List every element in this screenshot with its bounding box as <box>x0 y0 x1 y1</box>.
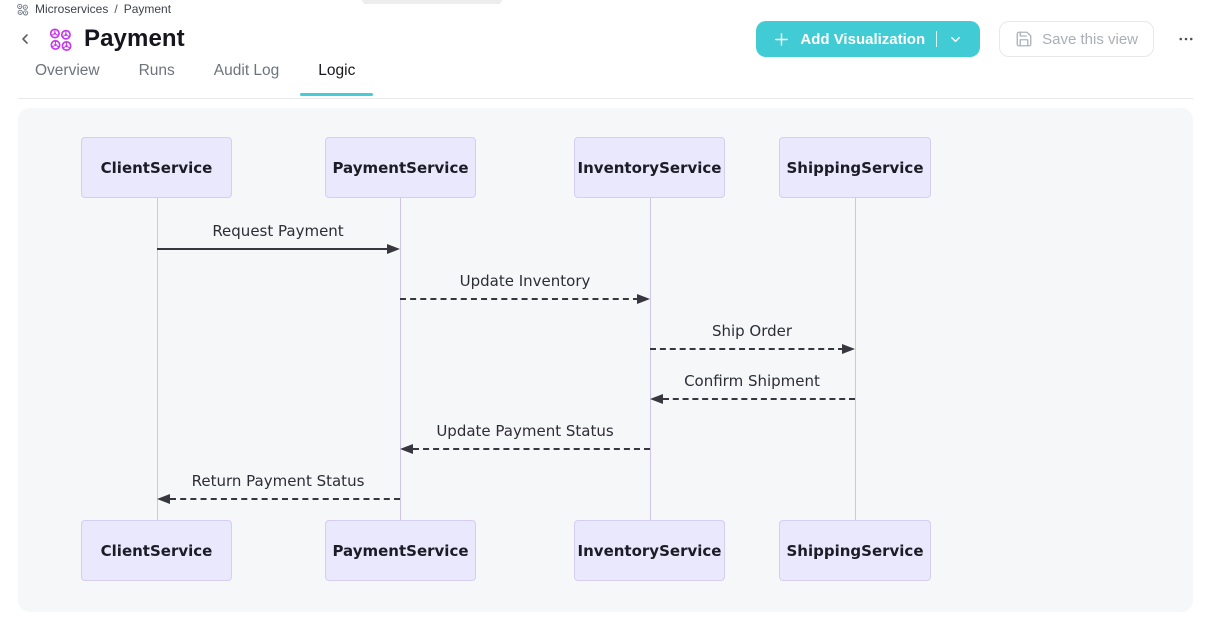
participant-label: PaymentService <box>332 158 469 177</box>
message-label: Update Payment Status <box>436 422 614 440</box>
participant-box-top: ShippingService <box>779 137 931 198</box>
chevron-down-icon <box>951 36 961 42</box>
message-line <box>663 398 855 400</box>
header-actions: Add Visualization Save this view <box>756 21 1199 57</box>
tabs-divider <box>18 98 1193 99</box>
plus-icon <box>775 32 789 46</box>
breadcrumb-root[interactable]: Microservices <box>35 2 109 16</box>
tab-overview[interactable]: Overview <box>35 62 100 79</box>
participant-label: InventoryService <box>577 541 722 560</box>
message-label: Update Inventory <box>459 272 591 290</box>
button-divider <box>936 31 938 47</box>
participant-label: ClientService <box>100 158 213 177</box>
microservices-cluster-icon <box>48 27 73 52</box>
breadcrumb-separator: / <box>114 2 118 16</box>
message-label: Return Payment Status <box>191 472 365 490</box>
lifeline-shippingservice <box>855 198 856 520</box>
message-line <box>157 248 389 250</box>
message-label: Request Payment <box>212 222 344 240</box>
lifeline-paymentservice <box>400 198 401 520</box>
more-options-button[interactable] <box>1173 26 1199 52</box>
participant-box-bottom: ClientService <box>81 520 232 581</box>
add-visualization-button[interactable]: Add Visualization <box>756 21 981 57</box>
top-overlay-notch <box>362 0 502 4</box>
message-line <box>170 498 400 500</box>
participant-label: ClientService <box>100 541 213 560</box>
arrowhead-left-icon <box>400 444 413 454</box>
arrowhead-right-icon <box>842 344 855 354</box>
add-visualization-label: Add Visualization <box>800 30 926 48</box>
microservices-cluster-icon <box>16 3 29 16</box>
lifeline-clientservice <box>157 198 158 520</box>
save-this-view-button[interactable]: Save this view <box>999 21 1154 57</box>
participant-label: ShippingService <box>786 158 924 177</box>
arrowhead-left-icon <box>650 394 663 404</box>
breadcrumb: Microservices / Payment <box>16 1 171 17</box>
save-this-view-label: Save this view <box>1042 30 1138 48</box>
sequence-diagram: ClientService PaymentService InventorySe… <box>18 108 1193 612</box>
message-label: Confirm Shipment <box>684 372 820 390</box>
message-line <box>400 298 639 300</box>
participant-label: PaymentService <box>332 541 469 560</box>
message-line <box>650 348 844 350</box>
arrowhead-right-icon <box>387 244 400 254</box>
lifeline-inventoryservice <box>650 198 651 520</box>
chevron-left-icon <box>22 34 28 44</box>
title-row: Payment Add Visualization Save this view <box>14 20 1199 58</box>
tab-audit-log[interactable]: Audit Log <box>213 62 280 79</box>
arrowhead-left-icon <box>157 494 170 504</box>
tab-bar: Overview Runs Audit Log Logic <box>35 62 374 96</box>
ellipsis-icon <box>1179 37 1193 41</box>
message-label: Ship Order <box>711 322 793 340</box>
participant-box-top: PaymentService <box>325 137 476 198</box>
participant-box-top: InventoryService <box>574 137 725 198</box>
tab-runs[interactable]: Runs <box>138 62 175 79</box>
floppy-disk-icon <box>1016 31 1032 47</box>
tab-logic[interactable]: Logic <box>300 62 374 96</box>
breadcrumb-current[interactable]: Payment <box>123 2 172 16</box>
page-title: Payment <box>84 25 185 52</box>
participant-label: ShippingService <box>786 541 924 560</box>
participant-box-bottom: PaymentService <box>325 520 476 581</box>
participant-box-bottom: ShippingService <box>779 520 931 581</box>
participant-label: InventoryService <box>577 158 722 177</box>
back-button[interactable] <box>14 28 36 50</box>
participant-box-top: ClientService <box>81 137 232 198</box>
participant-box-bottom: InventoryService <box>574 520 725 581</box>
arrowhead-right-icon <box>637 294 650 304</box>
message-line <box>413 448 650 450</box>
